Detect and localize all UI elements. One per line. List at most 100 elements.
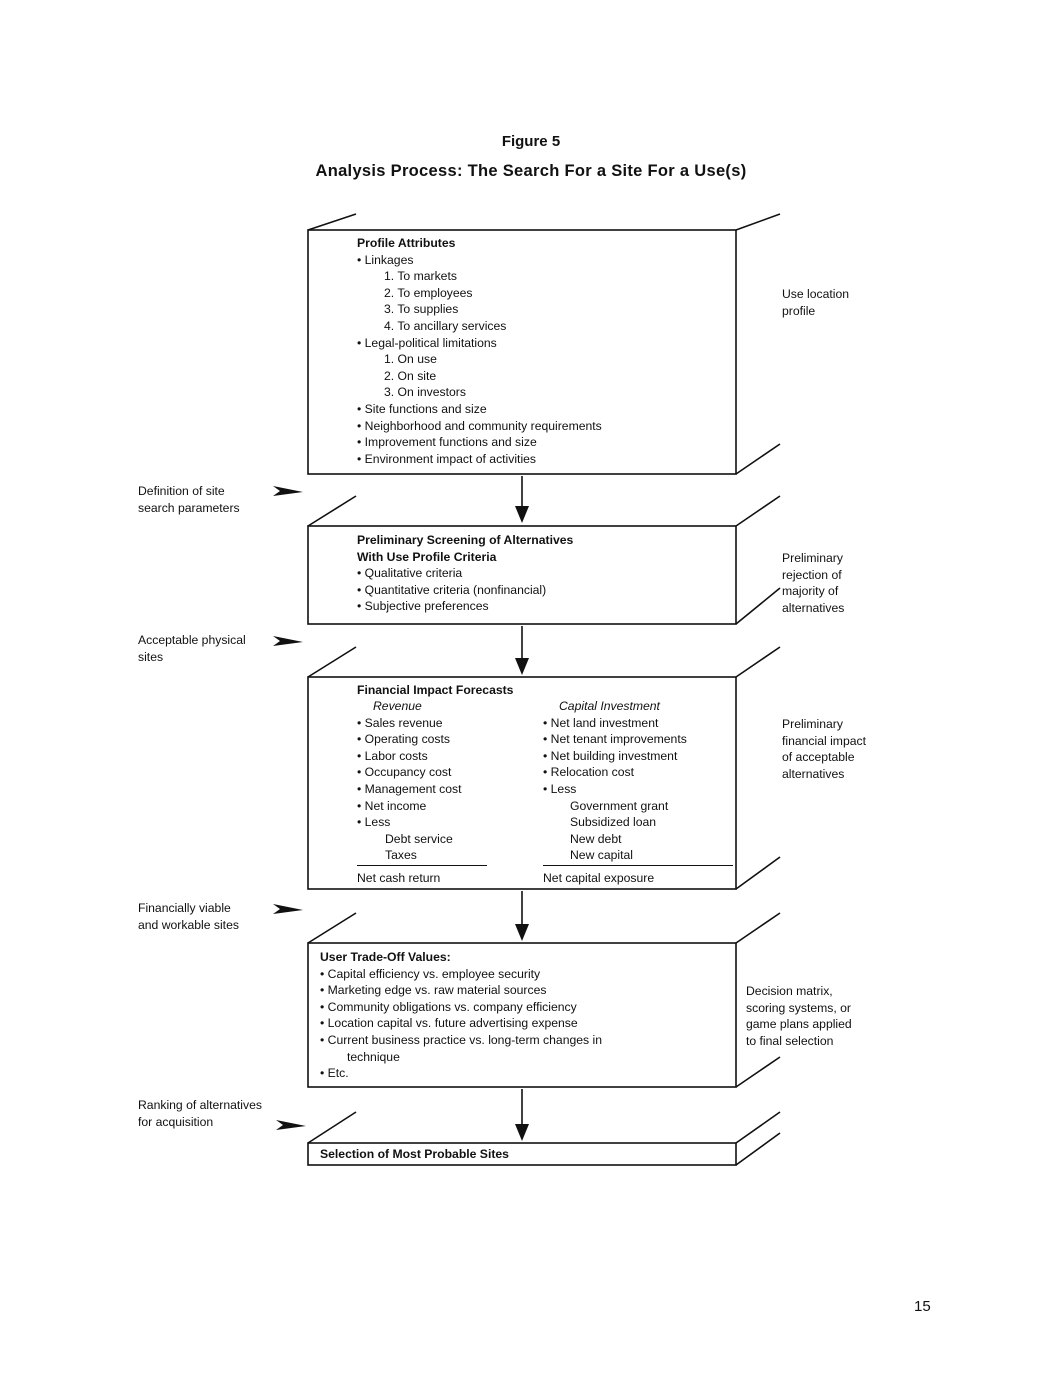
box4-right-label: Decision matrix, scoring systems, or gam… xyxy=(746,983,852,1049)
left-label-line: Financially viable xyxy=(138,901,231,915)
box4-content: User Trade-Off Values: Capital efficienc… xyxy=(320,949,602,1082)
box1-heading: Profile Attributes xyxy=(357,236,456,250)
box4-persp-tl xyxy=(307,912,357,944)
box1-persp-br xyxy=(735,443,781,475)
left-label-line: Acceptable physical xyxy=(138,633,246,647)
right-label-line: profile xyxy=(782,303,816,318)
right-label-line: game plans applied xyxy=(746,1017,852,1032)
right-label-line: financial impact xyxy=(782,733,866,748)
revenue-column: Revenue Sales revenue Operating costs La… xyxy=(357,698,487,887)
box1-content: Profile Attributes Linkages 1. To market… xyxy=(357,235,602,467)
linkage-item: 2. To employees xyxy=(384,285,473,300)
arrow2-head xyxy=(515,658,529,675)
left-label-line: sites xyxy=(138,649,164,664)
capital-item: Relocation cost xyxy=(543,764,733,781)
box1-bullet: Improvement functions and size xyxy=(357,434,602,451)
pointer3-icon xyxy=(273,904,303,914)
revenue-item: Less xyxy=(357,814,487,831)
pointer1-icon xyxy=(273,486,303,496)
right-label-line: Preliminary xyxy=(782,717,843,731)
capital-item: Net land investment xyxy=(543,715,733,732)
figure-title: Analysis Process: The Search For a Site … xyxy=(315,162,747,180)
right-label-line: majority of xyxy=(782,584,839,599)
revenue-item: Sales revenue xyxy=(357,715,487,732)
linkage-item: 1. To markets xyxy=(384,269,457,284)
box5-persp-tl xyxy=(307,1111,357,1144)
box1-persp-tr xyxy=(735,213,781,231)
box1-right-label: Use location profile xyxy=(782,286,849,319)
linkage-item: 4. To ancillary services xyxy=(384,318,507,333)
revenue-less-item: Debt service xyxy=(385,831,453,846)
box2-frame xyxy=(307,525,737,625)
box3-heading: Financial Impact Forecasts xyxy=(357,683,514,697)
figure-label: Figure 5 xyxy=(501,133,561,150)
box1-bullet: Environment impact of activities xyxy=(357,451,602,468)
box3-persp-tr xyxy=(735,646,781,678)
arrow4-head xyxy=(515,1124,529,1141)
arrow3-head xyxy=(515,924,529,941)
capital-item: Less xyxy=(543,781,733,798)
box2-bullet: Qualitative criteria xyxy=(357,565,573,582)
left-label-line: and workable sites xyxy=(138,917,239,932)
left-label-3: Financially viable and workable sites xyxy=(138,900,239,933)
left-label-2: Acceptable physical sites xyxy=(138,632,246,665)
right-label-line: scoring systems, or xyxy=(746,1000,851,1015)
revenue-less-item: Taxes xyxy=(385,848,417,863)
left-label-line: Definition of site xyxy=(138,484,225,498)
box5-persp-tr xyxy=(735,1111,781,1144)
capital-less-item: Subsidized loan xyxy=(570,815,657,830)
capital-title: Capital Investment xyxy=(559,699,660,713)
capital-item: Net tenant improvements xyxy=(543,731,733,748)
capital-item: Net building investment xyxy=(543,748,733,765)
box2-heading: With Use Profile Criteria xyxy=(357,549,497,564)
capital-less-item: Government grant xyxy=(570,798,669,813)
box4-bullet: Location capital vs. future advertising … xyxy=(320,1015,602,1032)
right-label-line: to final selection xyxy=(746,1033,834,1048)
capital-column: Capital Investment Net land investment N… xyxy=(543,698,733,887)
revenue-item: Net income xyxy=(357,798,487,815)
box3-persp-tl xyxy=(307,646,357,678)
box1-bullet: Neighborhood and community requirements xyxy=(357,418,602,435)
box3-right-label: Preliminary financial impact of acceptab… xyxy=(782,716,866,782)
capital-total: Net capital exposure xyxy=(543,864,733,887)
box5-frame xyxy=(307,1142,737,1166)
box2-persp-tl xyxy=(307,495,357,527)
box4-last: Etc. xyxy=(320,1065,602,1082)
right-label-line: rejection of xyxy=(782,567,842,582)
right-label-line: of acceptable xyxy=(782,750,855,765)
right-label-line: alternatives xyxy=(782,766,845,781)
left-label-line: for acquisition xyxy=(138,1114,214,1129)
legal-item: 2. On site xyxy=(384,368,437,383)
box2-persp-br xyxy=(735,587,781,625)
box1-linkages: Linkages xyxy=(357,252,602,269)
box2-bullet: Subjective preferences xyxy=(357,598,573,615)
box4-frame xyxy=(307,942,737,1088)
pointer4-icon xyxy=(276,1120,306,1130)
box2-heading: Preliminary Screening of Alternatives xyxy=(357,533,574,547)
box3-frame xyxy=(307,676,737,890)
box4-bullet: Marketing edge vs. raw material sources xyxy=(320,982,602,999)
right-label-line: Decision matrix, xyxy=(746,984,833,998)
box4-persp-tr xyxy=(735,912,781,944)
revenue-item: Operating costs xyxy=(357,731,487,748)
box1-bullet: Site functions and size xyxy=(357,401,602,418)
box2-content: Preliminary Screening of Alternatives Wi… xyxy=(357,532,573,615)
box4-bullet: Community obligations vs. company effici… xyxy=(320,999,602,1016)
box4-heading: User Trade-Off Values: xyxy=(320,950,451,964)
left-label-line: Ranking of alternatives xyxy=(138,1098,262,1112)
box2-bullet: Quantitative criteria (nonfinancial) xyxy=(357,582,573,599)
right-label-line: Preliminary xyxy=(782,551,843,565)
arrow1-head xyxy=(515,506,529,523)
legal-item: 1. On use xyxy=(384,352,437,367)
legal-item: 3. On investors xyxy=(384,385,466,400)
box5-persp-br xyxy=(735,1132,781,1166)
box4-bullet: Capital efficiency vs. employee security xyxy=(320,966,602,983)
box4-persp-br xyxy=(735,1056,781,1088)
box3-persp-br xyxy=(735,856,781,890)
left-label-1: Definition of site search parameters xyxy=(138,483,240,516)
left-label-line: search parameters xyxy=(138,500,240,515)
capital-less-item: New debt xyxy=(570,831,622,846)
pointer2-icon xyxy=(273,636,303,646)
linkage-item: 3. To supplies xyxy=(384,302,459,317)
